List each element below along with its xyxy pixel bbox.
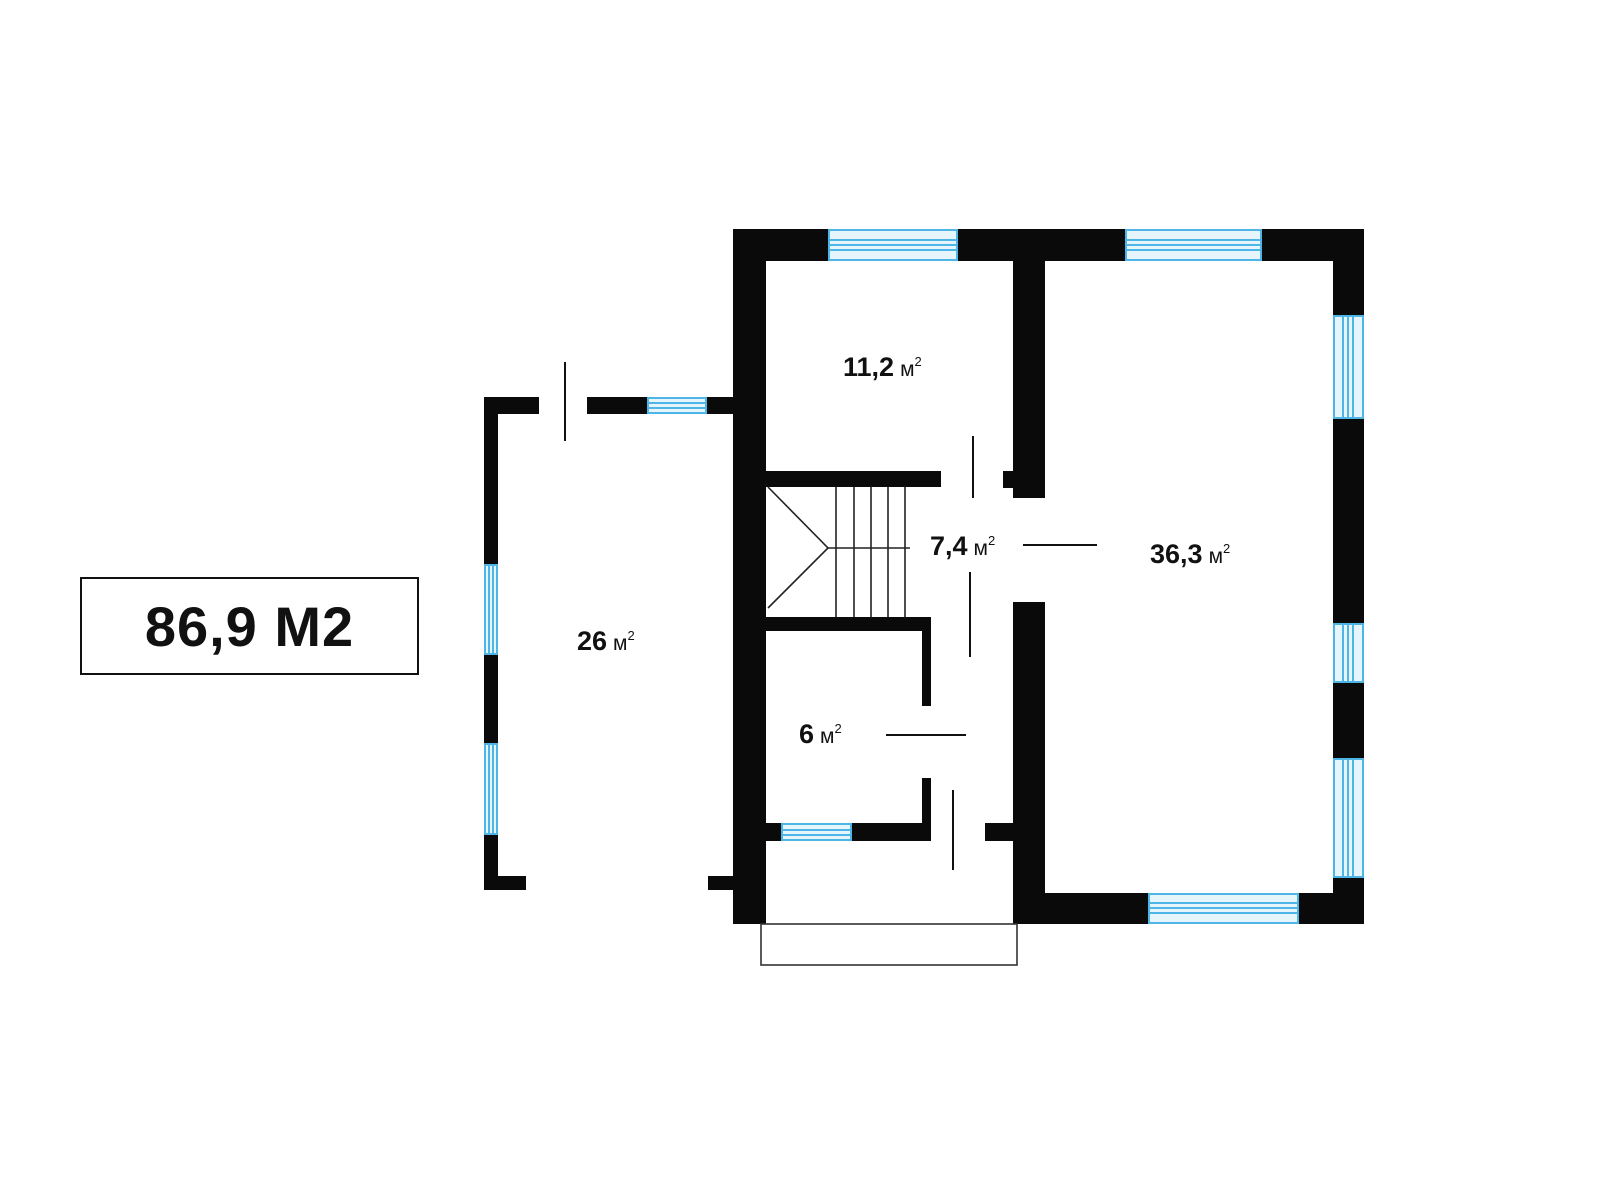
window: [484, 743, 498, 835]
wall: [766, 823, 782, 841]
wall: [484, 654, 498, 744]
wall: [1333, 418, 1364, 624]
wall: [985, 823, 1013, 841]
wall: [1013, 261, 1045, 498]
window: [1333, 315, 1364, 419]
staircase: [767, 486, 910, 617]
window: [484, 564, 498, 655]
wall: [1298, 893, 1364, 924]
window: [1333, 623, 1364, 683]
wall: [766, 471, 941, 487]
windows: [484, 229, 1364, 924]
wall: [1013, 602, 1045, 924]
wall: [484, 876, 526, 890]
window: [647, 397, 707, 414]
window: [1333, 758, 1364, 878]
wall: [851, 823, 931, 841]
wall: [922, 617, 931, 706]
wall: [706, 397, 733, 414]
window: [828, 229, 958, 261]
wall: [484, 397, 498, 565]
wall: [1333, 682, 1364, 759]
window: [1148, 893, 1299, 924]
wall: [587, 397, 648, 414]
total-area-label: 86,9 М2: [144, 594, 355, 658]
wall: [766, 617, 931, 631]
total-area-box: 86,9 М2: [80, 577, 419, 675]
doors: [564, 362, 1097, 870]
wall: [733, 229, 766, 924]
window: [1125, 229, 1262, 261]
wall: [957, 229, 1126, 261]
wall: [708, 876, 733, 890]
window: [781, 823, 852, 841]
wall: [1333, 229, 1364, 316]
wall: [1003, 471, 1045, 488]
porch-step: [760, 923, 1018, 966]
walls: [484, 229, 1364, 924]
wall: [922, 778, 931, 841]
